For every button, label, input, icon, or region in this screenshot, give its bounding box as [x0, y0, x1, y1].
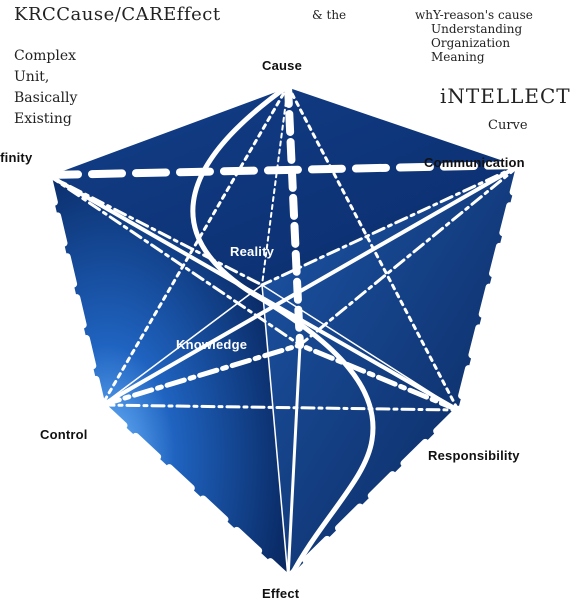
acronym-existing: Existing	[14, 109, 77, 130]
label-communication: Communication	[424, 155, 525, 170]
label-responsibility: Responsibility	[428, 448, 520, 463]
acronym-basically: Basically	[14, 88, 77, 109]
label-cause: Cause	[262, 58, 302, 73]
label-reality: Reality	[230, 244, 274, 259]
acronym-complex: Complex	[14, 46, 77, 67]
why-acronym: whY-reason's cause Understanding Organiz…	[415, 8, 533, 64]
understanding-text: Understanding	[415, 22, 533, 36]
label-knowledge: Knowledge	[176, 337, 247, 352]
why-reason-text: whY-reason's cause	[415, 8, 533, 22]
meaning-text: Meaning	[415, 50, 533, 64]
and-the-text: & the	[312, 8, 346, 22]
label-effect: Effect	[262, 586, 299, 601]
label-affinity: Affinity	[0, 150, 32, 165]
organization-text: Organization	[415, 36, 533, 50]
acronym-unit: Unit,	[14, 67, 77, 88]
label-control: Control	[40, 427, 88, 442]
curve-text: Curve	[488, 118, 528, 133]
diagram-title: KRCCause/CAREffect	[14, 4, 221, 25]
cube-acronym: Complex Unit, Basically Existing	[14, 46, 77, 130]
intellect-text: iNTELLECT	[440, 84, 571, 108]
